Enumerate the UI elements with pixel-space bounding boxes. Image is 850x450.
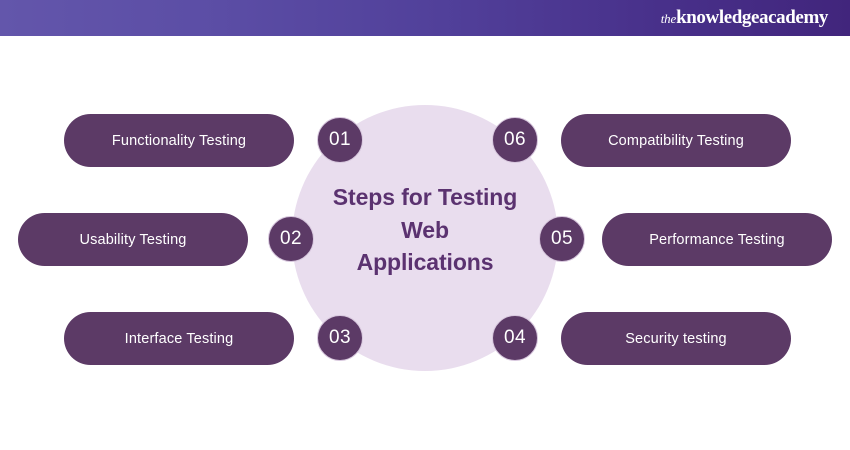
step-pill-security-testing[interactable]: Security testing [561, 312, 791, 365]
step-pill-performance-testing[interactable]: Performance Testing [602, 213, 832, 266]
step-pill-functionality-testing[interactable]: Functionality Testing [64, 114, 294, 167]
step-pill-compatibility-testing[interactable]: Compatibility Testing [561, 114, 791, 167]
step-badge-05[interactable]: 05 [539, 216, 585, 262]
step-pill-usability-testing[interactable]: Usability Testing [18, 213, 248, 266]
step-badge-01[interactable]: 01 [317, 117, 363, 163]
brand-logo-name: knowledgeacademy [676, 7, 828, 28]
center-title: Steps for Testing Web Applications [305, 181, 545, 279]
brand-logo-prefix: the [660, 11, 677, 26]
step-badge-03[interactable]: 03 [317, 315, 363, 361]
step-pill-interface-testing[interactable]: Interface Testing [64, 312, 294, 365]
center-title-line-2: Web [401, 216, 449, 243]
step-badge-02[interactable]: 02 [268, 216, 314, 262]
center-title-line-1: Steps for Testing [332, 184, 518, 210]
infographic-canvas: Steps for Testing Web Applications Funct… [0, 36, 850, 450]
center-title-line-3: Applications [356, 249, 494, 276]
step-badge-04[interactable]: 04 [492, 315, 538, 361]
step-badge-06[interactable]: 06 [492, 117, 538, 163]
